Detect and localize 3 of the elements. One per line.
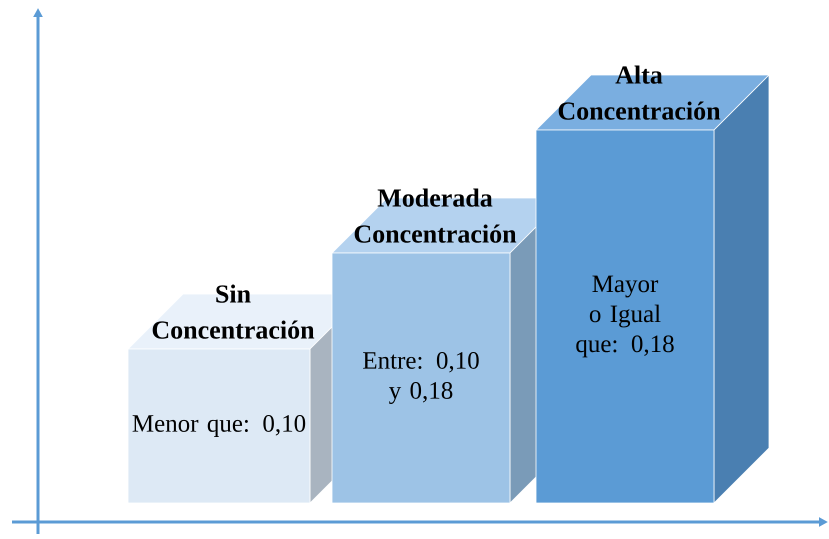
box-heading: Alta Concentración [558,66,720,120]
box-heading: Sin Concentración [152,284,314,339]
box-heading: Moderada Concentración [354,188,516,243]
